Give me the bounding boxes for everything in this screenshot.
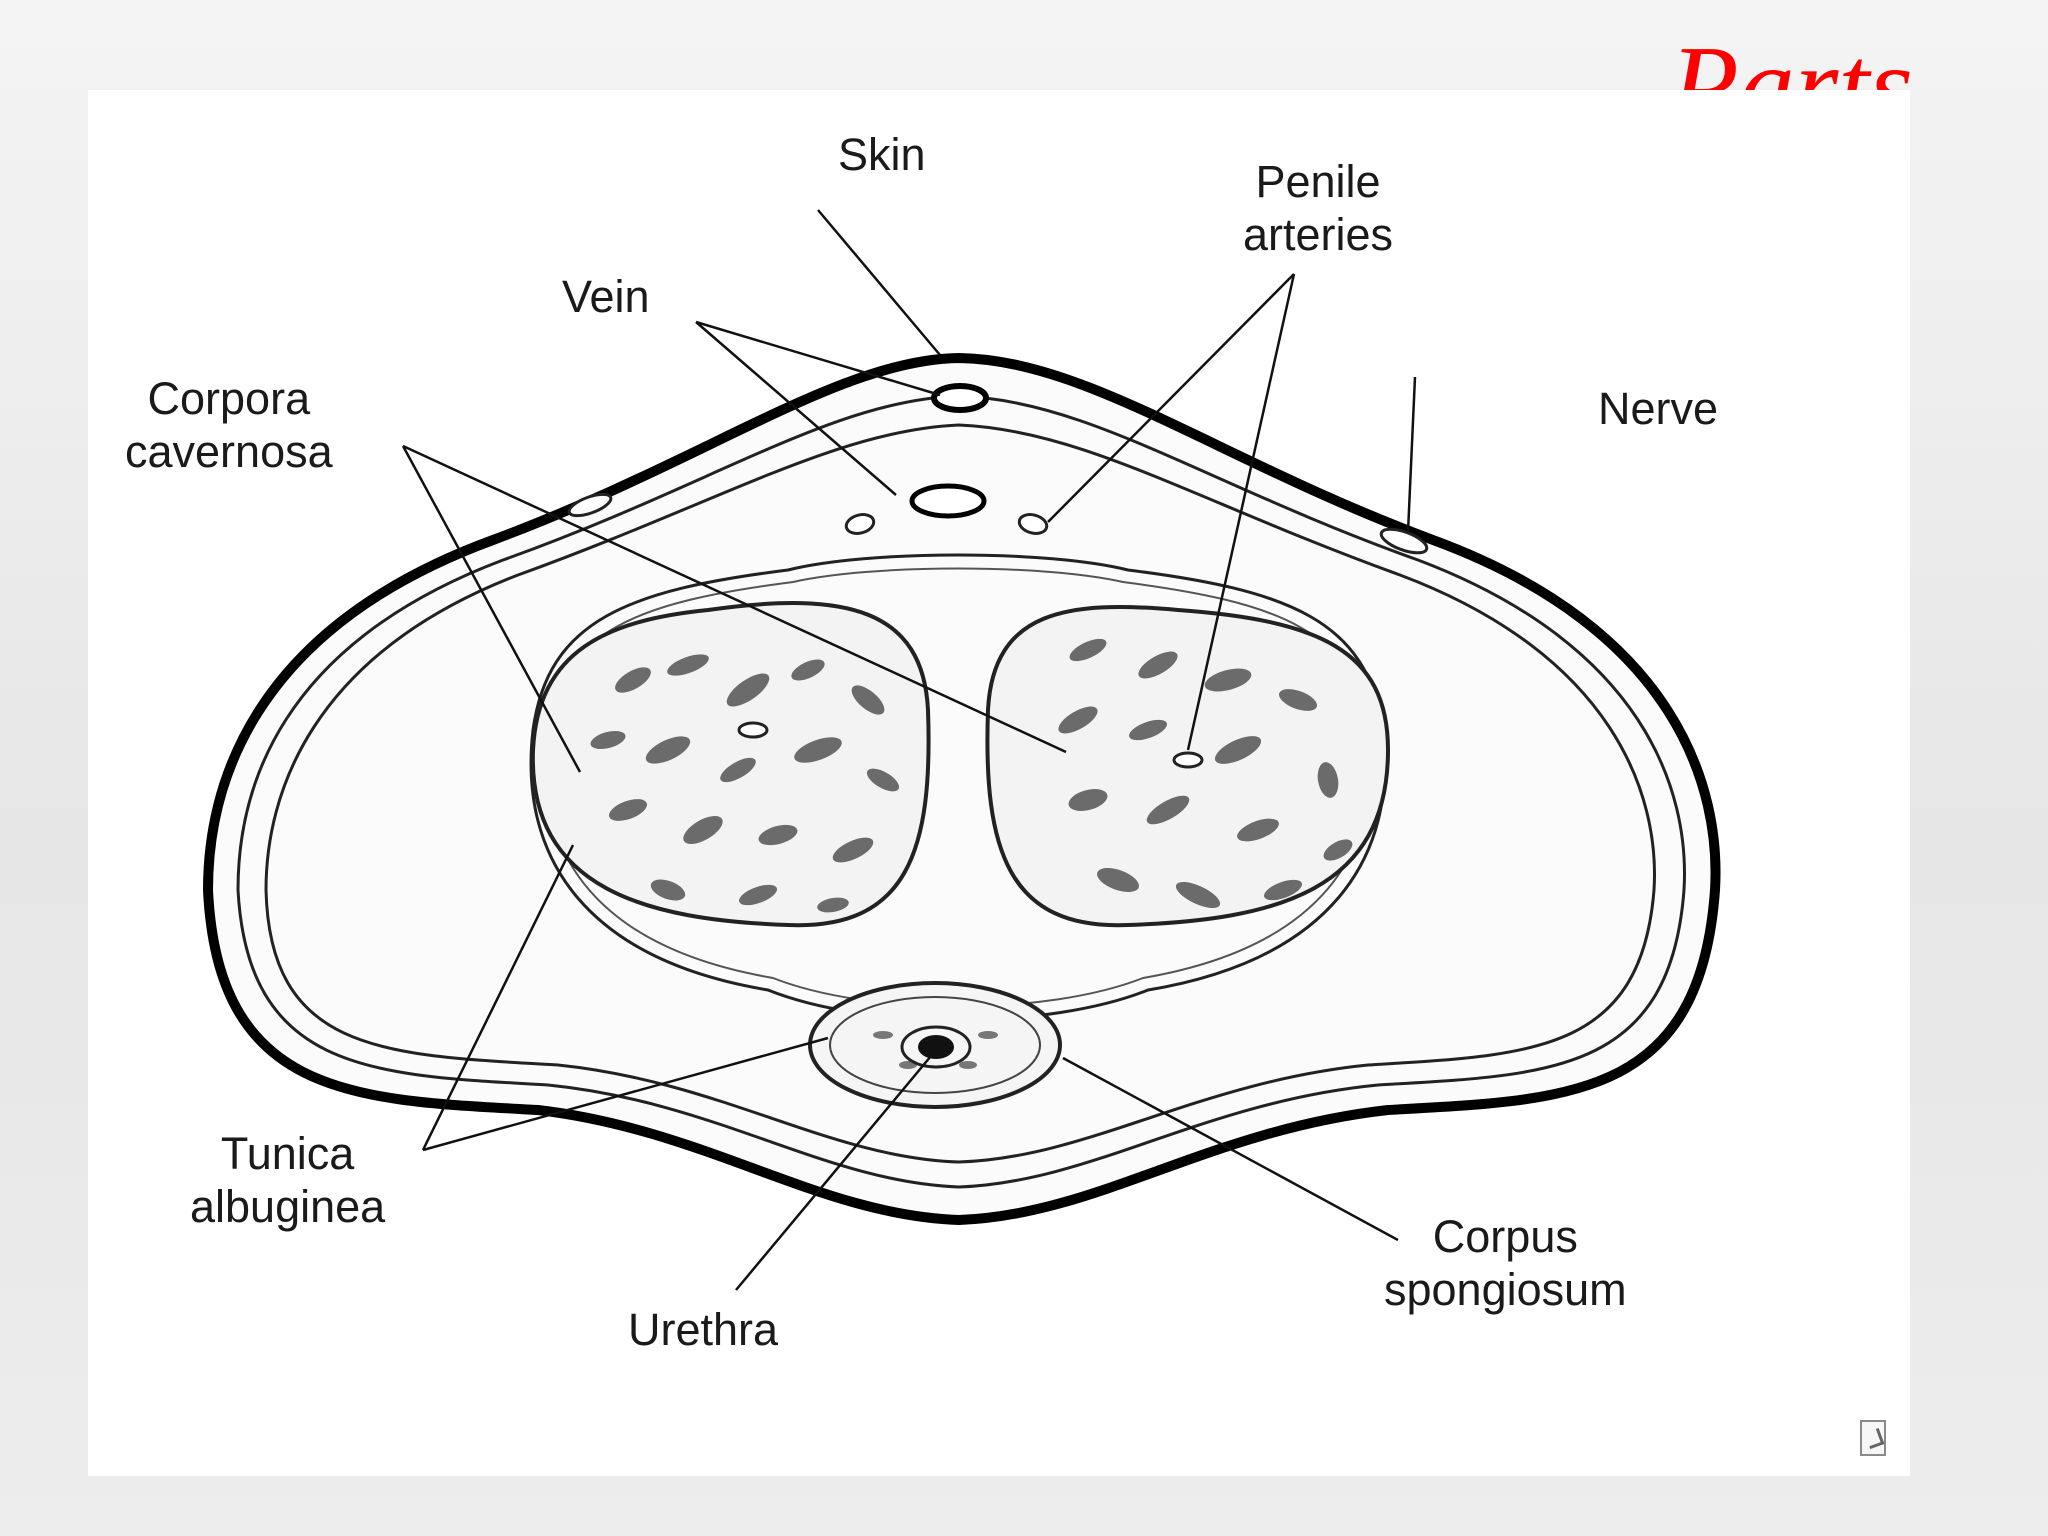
label-tunica-albuginea: Tunica albuginea — [190, 1127, 385, 1233]
cavernous-spaces-right — [1058, 638, 1353, 909]
slide-title: Parts — [1670, 30, 1913, 92]
skin-outline — [202, 352, 1721, 1226]
dorsal-nerve-left — [567, 492, 613, 518]
label-vein: Vein — [562, 271, 650, 322]
deep-artery-left — [737, 721, 769, 739]
label-tunica-albuginea-line1: Tunica — [220, 1128, 355, 1179]
corpus-cavernosum-left — [530, 601, 931, 928]
dorsal-nerve-right — [1379, 527, 1429, 555]
spongiosum-spaces — [873, 1031, 998, 1069]
label-penile-arteries: Penile arteries — [1243, 155, 1393, 261]
label-penile-arteries-line2: arteries — [1243, 209, 1394, 261]
label-corpora-cavernosa-line1: Corpora — [147, 373, 311, 424]
label-nerve: Nerve — [1598, 383, 1719, 434]
corpus-spongiosum-inner — [829, 996, 1041, 1094]
outer-fascia — [236, 394, 1686, 1189]
label-tunica-albuginea-line2: albuginea — [190, 1181, 386, 1233]
cavernous-spaces-left — [590, 654, 900, 913]
label-urethra: Urethra — [628, 1304, 779, 1355]
label-corpus-spongiosum-line1: Corpus — [1432, 1211, 1578, 1262]
superficial-dorsal-vein — [931, 383, 989, 413]
deep-dorsal-vein — [909, 483, 987, 519]
label-corpus-spongiosum: Corpus spongiosum — [1384, 1210, 1627, 1316]
leader-lines — [401, 209, 1417, 1291]
label-skin: Skin — [838, 129, 926, 180]
label-corpus-spongiosum-line2: spongiosum — [1384, 1264, 1627, 1316]
dorsal-artery-left — [844, 513, 876, 535]
inner-fascia — [264, 423, 1656, 1164]
label-penile-arteries-line1: Penile — [1255, 156, 1381, 207]
deep-artery-right — [1172, 751, 1204, 769]
dorsal-artery-right — [1017, 513, 1049, 535]
urethra — [918, 1035, 954, 1059]
label-corpora-cavernosa: Corpora cavernosa — [125, 372, 333, 478]
image-expand-icon[interactable] — [1860, 1420, 1886, 1456]
cross-section-figure: Skin Vein Penile arteries Corpora cavern… — [88, 90, 1910, 1476]
cross-section-drawing — [202, 209, 1721, 1291]
urethra-ring — [900, 1025, 972, 1069]
label-corpora-cavernosa-line2: cavernosa — [125, 426, 333, 478]
